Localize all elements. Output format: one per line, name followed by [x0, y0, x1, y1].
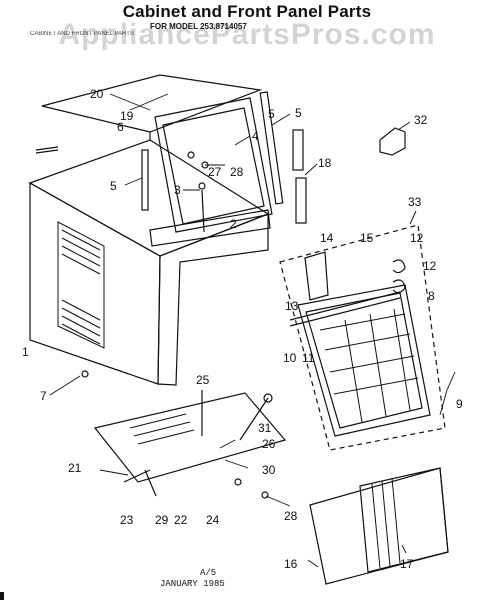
- label-10: 10: [283, 351, 297, 365]
- label-28-bottom: 28: [284, 509, 298, 523]
- strip-left: [141, 149, 149, 211]
- label-2: 2: [230, 217, 237, 231]
- label-21: 21: [68, 461, 82, 475]
- label-5-right: 5: [295, 106, 302, 120]
- label-31: 31: [258, 421, 272, 435]
- label-5-left: 5: [110, 179, 117, 193]
- corner-mark: [0, 592, 4, 600]
- cabinet: [28, 139, 270, 386]
- label-12-top: 12: [410, 231, 424, 245]
- subtitle-line: CABINET AND FRONT PANEL PARTS: [30, 31, 134, 37]
- label-24: 24: [206, 513, 220, 527]
- label-17: 17: [400, 557, 414, 571]
- label-32: 32: [414, 113, 428, 127]
- label-26: 26: [262, 437, 276, 451]
- front-frame: [154, 97, 273, 233]
- label-18: 18: [318, 156, 332, 170]
- top-panel: [41, 74, 263, 133]
- label-30: 30: [262, 463, 276, 477]
- frame-lower: [149, 209, 271, 247]
- label-20: 20: [90, 87, 104, 101]
- control-panel: [93, 392, 287, 483]
- label-25: 25: [196, 373, 210, 387]
- footer-code: A/5: [200, 568, 217, 578]
- model-number: FOR MODEL 253.8714057: [150, 22, 247, 31]
- access-panel: [309, 467, 449, 585]
- label-3: 3: [174, 183, 181, 197]
- footer-date: JANUARY 1985: [160, 579, 225, 589]
- label-7: 7: [40, 389, 47, 403]
- label-29: 29: [155, 513, 169, 527]
- label-22: 22: [174, 513, 188, 527]
- label-11: 11: [302, 351, 315, 365]
- label-8: 8: [428, 289, 435, 303]
- part-labels: 20 19 6 4 5 5 18 27 28 3 2 5 32 33 14 15…: [22, 87, 463, 571]
- label-14: 14: [320, 231, 334, 245]
- label-12-bottom: 12: [423, 259, 437, 273]
- page-title: Cabinet and Front Panel Parts: [122, 2, 372, 21]
- label-16: 16: [284, 557, 298, 571]
- label-13: 13: [285, 299, 299, 313]
- label-6: 6: [117, 120, 124, 134]
- label-5-frame: 5: [268, 107, 275, 121]
- label-1: 1: [22, 345, 29, 359]
- watermark: AppliancePartsPros.com: [58, 18, 436, 51]
- label-9: 9: [456, 397, 463, 411]
- label-23: 23: [120, 513, 134, 527]
- bracket: [379, 127, 406, 156]
- label-4: 4: [252, 129, 259, 143]
- label-27: 27: [208, 165, 222, 179]
- label-19: 19: [120, 109, 134, 123]
- label-15: 15: [360, 231, 374, 245]
- label-33: 33: [408, 195, 422, 209]
- label-28-top: 28: [230, 165, 244, 179]
